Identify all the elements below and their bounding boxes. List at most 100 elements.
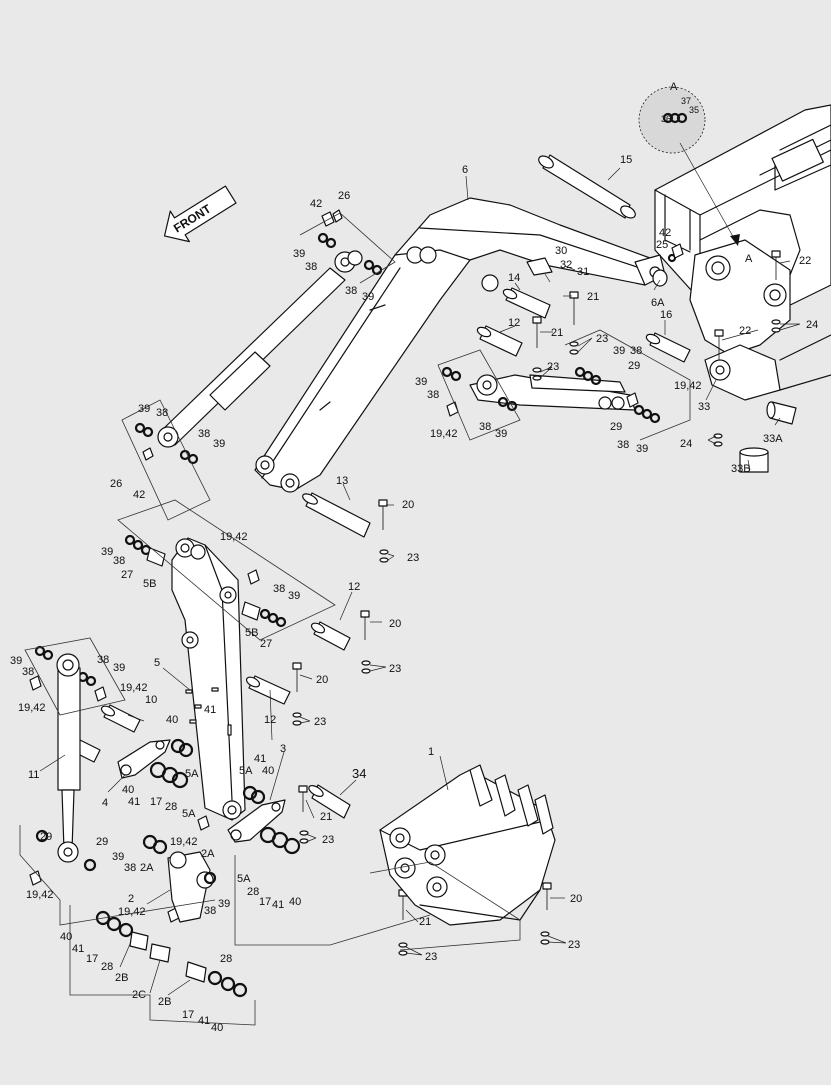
callout-17-b: 17 — [259, 896, 271, 908]
callout-38-k: 38 — [22, 666, 34, 678]
callout-38-b: 38 — [345, 285, 357, 297]
callout-27-b: 27 — [260, 638, 272, 650]
callout-42-c: 42 — [133, 489, 145, 501]
callout-21-a: 21 — [587, 291, 599, 303]
callout-29-b: 29 — [610, 421, 622, 433]
callout-39-e: 39 — [415, 376, 427, 388]
callout-23-b: 23 — [547, 361, 559, 373]
detail-a-pointer-label: A — [745, 253, 753, 265]
callout-38-i: 38 — [113, 555, 125, 567]
callout-38-n: 38 — [204, 905, 216, 917]
callout-5a-c: 5A — [239, 765, 253, 777]
callout-23-c: 23 — [407, 552, 419, 564]
callout-38-e: 38 — [427, 389, 439, 401]
callout-38-j: 38 — [273, 583, 285, 595]
callout-33b: 33B — [731, 463, 751, 475]
callout-38-l: 38 — [97, 654, 109, 666]
callout-17-d: 17 — [182, 1009, 194, 1021]
detail-a-view: A A — [638, 81, 753, 265]
leader-lines — [39, 167, 801, 996]
callout-12-c: 12 — [264, 714, 276, 726]
pin-15 — [538, 154, 636, 219]
callout-25: 25 — [656, 239, 668, 251]
callout-38-h: 38 — [198, 428, 210, 440]
callout-29-c: 29 — [40, 831, 52, 843]
callout-41-b: 41 — [128, 796, 140, 808]
callout-19-c: 19,42 — [220, 531, 248, 543]
washers — [292, 319, 781, 956]
pins-boom — [302, 257, 797, 538]
callout-19-b: 19,42 — [430, 428, 458, 440]
callout-2c: 2C — [132, 989, 146, 1001]
callout-27-a: 27 — [121, 569, 133, 581]
callout-40-a: 40 — [166, 714, 178, 726]
callout-12-b: 12 — [348, 581, 360, 593]
callout-2b-b: 2B — [158, 996, 171, 1008]
callout-40-f: 40 — [211, 1022, 223, 1034]
callout-17-a: 17 — [150, 796, 162, 808]
callout-6a: 6A — [651, 297, 665, 309]
callout-24-a: 24 — [806, 319, 818, 331]
callout-37: 37 — [681, 96, 691, 106]
callout-19-d: 19,42 — [120, 682, 148, 694]
callout-39-h: 39 — [213, 438, 225, 450]
callout-13: 13 — [336, 475, 348, 487]
callout-39-j: 39 — [288, 590, 300, 602]
callout-21-c: 21 — [320, 811, 332, 823]
boom-upper-cylinder — [157, 250, 363, 448]
callout-39-n: 39 — [218, 898, 230, 910]
link-4 — [117, 739, 171, 779]
callout-5b-a: 5B — [143, 578, 156, 590]
callout-20-c: 20 — [316, 674, 328, 686]
callout-10: 10 — [145, 694, 157, 706]
grease-fittings — [29, 209, 684, 923]
callout-39-c: 39 — [613, 345, 625, 357]
lower-bushings — [95, 910, 248, 998]
callout-16: 16 — [660, 309, 672, 321]
callout-29-d: 29 — [96, 836, 108, 848]
callout-39-a: 39 — [293, 248, 305, 260]
callout-39-f: 39 — [495, 428, 507, 440]
callout-19-e: 19,42 — [18, 702, 46, 714]
callout-20-a: 20 — [402, 499, 414, 511]
callout-39-m: 39 — [112, 851, 124, 863]
callout-23-h: 23 — [568, 939, 580, 951]
callout-20-d: 20 — [570, 893, 582, 905]
machine-frame — [654, 104, 831, 401]
callout-labels: 6 15 36 37 35 42 26 39 38 38 39 30 32 31… — [10, 96, 818, 1034]
callout-3: 3 — [280, 743, 286, 755]
callout-34: 34 — [352, 766, 366, 781]
callout-32: 32 — [560, 259, 572, 271]
callout-35: 35 — [689, 105, 699, 115]
callout-19-f: 19,42 — [170, 836, 198, 848]
callout-11: 11 — [28, 769, 39, 781]
arm-bushings — [146, 547, 261, 621]
boom-6 — [254, 197, 666, 493]
callout-36: 36 — [661, 114, 671, 124]
callout-19-a: 19,42 — [674, 380, 702, 392]
callout-39-b: 39 — [362, 291, 374, 303]
callout-28-b: 28 — [247, 886, 259, 898]
detail-a-label: A — [670, 81, 678, 93]
callout-26-b: 26 — [110, 478, 122, 490]
callout-38-m: 38 — [124, 862, 136, 874]
callout-5: 5 — [154, 657, 160, 669]
callout-23-g: 23 — [425, 951, 437, 963]
arm-cylinder-right — [469, 374, 636, 411]
callout-23-a: 23 — [596, 333, 608, 345]
callout-38-a: 38 — [305, 261, 317, 273]
callout-40-e: 40 — [60, 931, 72, 943]
callout-24-b: 24 — [680, 438, 692, 450]
callout-30: 30 — [555, 245, 567, 257]
callout-2a-a: 2A — [140, 862, 154, 874]
callout-22-a: 22 — [799, 255, 811, 267]
callout-39-d: 39 — [636, 443, 648, 455]
callout-39-i: 39 — [101, 546, 113, 558]
callout-6: 6 — [462, 164, 468, 176]
callout-39-k: 39 — [10, 655, 22, 667]
callout-5a-a: 5A — [185, 768, 199, 780]
assembly-frames — [19, 212, 691, 1026]
callout-20-b: 20 — [389, 618, 401, 630]
